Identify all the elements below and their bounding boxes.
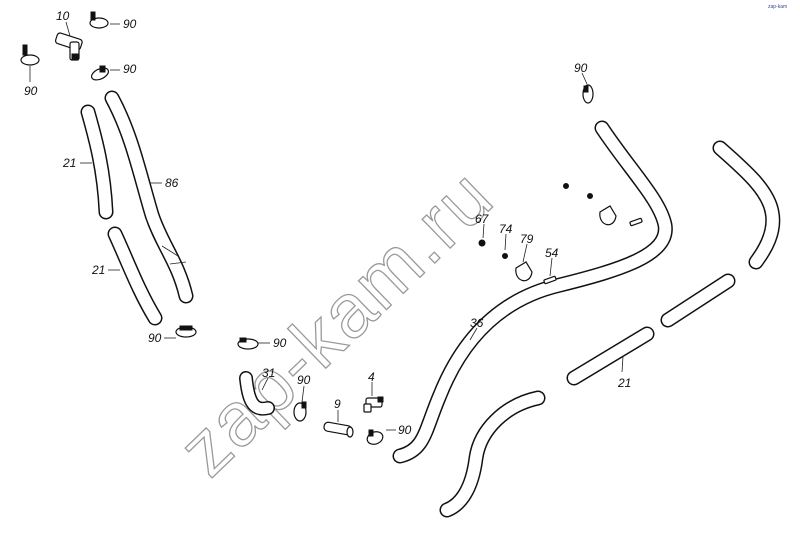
callout-21: 21: [62, 156, 76, 170]
hose-straight-upper-right[interactable]: [660, 273, 736, 328]
clamp-90-top-center[interactable]: [89, 11, 109, 29]
watermark-text: zap-kam.ru: [163, 153, 510, 492]
hose-21-lower-left[interactable]: [107, 226, 163, 326]
callout-leaders: [29, 21, 624, 431]
callout-86: 86: [165, 176, 179, 190]
bolt-upper-right[interactable]: [629, 217, 643, 227]
nut-67[interactable]: [478, 239, 486, 247]
clamp-90-center[interactable]: [237, 337, 259, 350]
hose-36[interactable]: [392, 120, 673, 464]
hose-86[interactable]: [104, 90, 194, 304]
clamp-90-near-31[interactable]: [293, 401, 307, 422]
callout-90: 90: [24, 84, 38, 98]
callout-74: 74: [499, 222, 513, 236]
corner-mark: zap-kam: [768, 4, 787, 10]
valve-4[interactable]: [363, 396, 384, 413]
callout-90: 90: [297, 373, 311, 387]
hose-31-elbow[interactable]: [239, 371, 275, 416]
callouts: 10 90 90 90 21 86 21 90 90 31 90 9 4 90 …: [24, 9, 631, 437]
clamp-90-near-4[interactable]: [365, 429, 384, 447]
hose-21-straight-lower-right[interactable]: [566, 326, 655, 386]
callout-21: 21: [617, 376, 631, 390]
callout-90: 90: [273, 336, 287, 350]
callout-36: 36: [470, 316, 484, 330]
callout-67: 67: [475, 212, 490, 226]
nut-upper-1[interactable]: [563, 183, 569, 189]
bolt-54[interactable]: [543, 275, 557, 285]
hose-lower-s-curve[interactable]: [439, 390, 546, 518]
callout-79: 79: [520, 232, 534, 246]
clamp-90-mid-left[interactable]: [175, 325, 197, 338]
callout-90: 90: [398, 423, 412, 437]
clamp-90-upper[interactable]: [90, 65, 111, 83]
callout-9: 9: [334, 397, 341, 411]
bracket-upper-right[interactable]: [599, 205, 617, 226]
callout-21: 21: [91, 263, 105, 277]
tube-9[interactable]: [323, 421, 354, 438]
callout-90: 90: [574, 61, 588, 75]
callout-90: 90: [123, 62, 137, 76]
callout-31: 31: [262, 366, 275, 380]
washer-74[interactable]: [502, 253, 508, 259]
bracket-79[interactable]: [515, 261, 533, 282]
callout-4: 4: [368, 370, 375, 384]
clamp-90-top-left[interactable]: [20, 44, 40, 66]
hose-right-curved[interactable]: [712, 140, 781, 270]
tee-fitting-10[interactable]: [54, 32, 83, 61]
nut-upper-2[interactable]: [587, 193, 593, 199]
callout-90: 90: [123, 17, 137, 31]
callout-10: 10: [56, 9, 70, 23]
callout-90: 90: [148, 331, 162, 345]
watermark: zap-kam.ru: [162, 152, 510, 492]
clamp-90-top-right[interactable]: [582, 84, 594, 104]
hose-21-upper-left[interactable]: [80, 104, 114, 220]
callout-54: 54: [545, 246, 559, 260]
